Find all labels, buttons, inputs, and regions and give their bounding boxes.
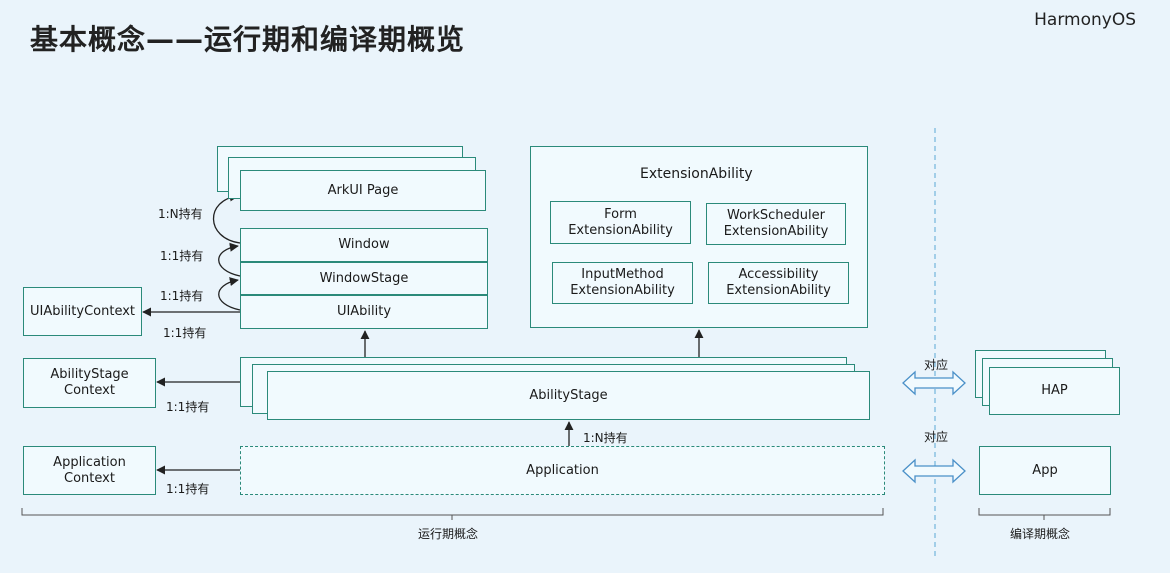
inputmethod-extension-label: InputMethod ExtensionAbility	[570, 267, 675, 298]
application-label: Application	[526, 462, 599, 478]
inputmethod-extension-box: InputMethod ExtensionAbility	[552, 262, 693, 304]
uiability-label: UIAbility	[336, 304, 392, 319]
curve-windowstage-window	[218, 242, 241, 277]
form-extension-label: Form ExtensionAbility	[568, 206, 673, 238]
hap-label: HAP	[1041, 383, 1068, 398]
app-box: App	[979, 446, 1111, 495]
accessibility-extension-box: Accessibility ExtensionAbility	[708, 262, 849, 304]
application-context-box: Application Context	[23, 446, 156, 495]
uiability-context-label: UIAbilityContext	[29, 303, 136, 319]
abilitystage-context-box: AbilityStage Context	[23, 358, 156, 408]
arkui-page-box: ArkUI Page	[240, 170, 486, 211]
label-1n-arkui: 1:N持有	[158, 207, 203, 221]
label-11-application-context: 1:1持有	[166, 482, 210, 496]
extension-ability-title: ExtensionAbility	[640, 166, 753, 182]
uiability-context-box: UIAbilityContext	[23, 287, 142, 336]
footer-compile-concept: 编译期概念	[1010, 527, 1071, 541]
accessibility-extension-label: Accessibility ExtensionAbility	[726, 267, 831, 298]
window-label: Window	[338, 237, 390, 252]
label-1n-application: 1:N持有	[583, 431, 628, 445]
label-11-windowstage: 1:1持有	[160, 289, 204, 303]
double-arrow-hap	[902, 370, 966, 396]
app-label: App	[1032, 462, 1058, 478]
workscheduler-extension-label: WorkScheduler ExtensionAbility	[723, 208, 829, 239]
arkui-page-label: ArkUI Page	[327, 182, 399, 198]
label-11-uiability-context: 1:1持有	[163, 326, 207, 340]
harmonyos-logo: HarmonyOS	[1034, 10, 1136, 30]
page-title: 基本概念——运行期和编译期概览	[30, 23, 466, 56]
uiability-box: UIAbility	[240, 295, 488, 329]
brace-runtime	[21, 508, 884, 516]
curve-window-arkui	[212, 192, 241, 244]
application-box: Application	[240, 446, 885, 495]
hap-box: HAP	[989, 367, 1120, 415]
label-correspond-app: 对应	[924, 430, 949, 444]
abilitystage-label: AbilityStage	[529, 387, 608, 403]
windowstage-box: WindowStage	[240, 262, 488, 295]
window-box: Window	[240, 228, 488, 262]
label-11-window: 1:1持有	[160, 249, 204, 263]
curve-uiability-windowstage	[218, 277, 241, 311]
abilitystage-box: AbilityStage	[267, 371, 870, 420]
label-11-abilitystage-context: 1:1持有	[166, 400, 210, 414]
brace-compile	[978, 508, 1111, 516]
form-extension-box: Form ExtensionAbility	[550, 201, 691, 244]
workscheduler-extension-box: WorkScheduler ExtensionAbility	[706, 203, 846, 245]
double-arrow-app	[902, 458, 966, 484]
application-context-label: Application Context	[53, 454, 126, 486]
label-correspond-hap: 对应	[924, 358, 949, 372]
abilitystage-context-label: AbilityStage Context	[50, 367, 129, 398]
footer-runtime-concept: 运行期概念	[418, 527, 479, 541]
windowstage-label: WindowStage	[319, 270, 409, 286]
